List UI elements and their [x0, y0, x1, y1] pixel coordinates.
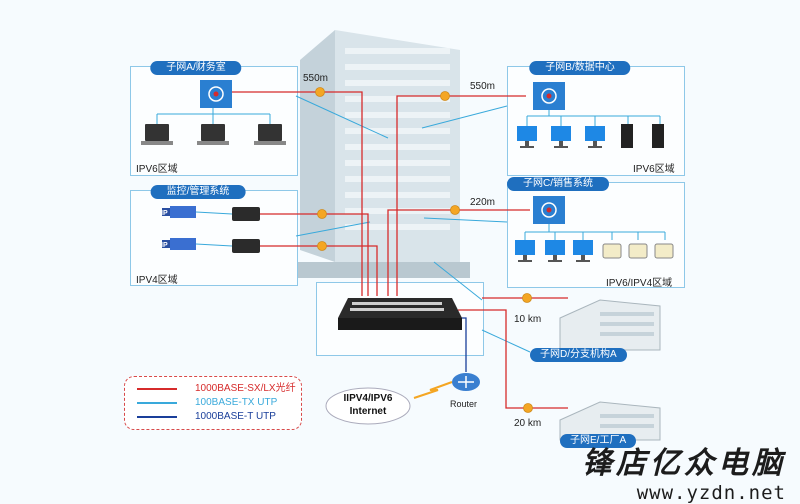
distance-c: 220m [470, 197, 496, 208]
legend: 1000BASE-SX/LX光纤 100BASE-TX UTP 1000BASE… [124, 376, 302, 430]
subnet-c-title: 子网C/销售系统 [507, 177, 609, 191]
watermark-title: 锋店亿众电脑 [582, 446, 786, 481]
core-switch-icon [338, 298, 462, 330]
subnet-b-title: 子网B/数据中心 [529, 61, 631, 75]
monitor-title: 监控/管理系统 [150, 185, 246, 199]
monitor-zone: IPV4区域 [136, 275, 178, 286]
subnet-e-label: 子网E/工厂A [560, 434, 637, 448]
subnet-a-zone: IPV6区域 [136, 164, 178, 175]
subnet-b-zone: IPV6区域 [633, 164, 675, 175]
subnet-d-label: 子网D/分支机构A [530, 348, 627, 362]
distance-e: 20 km [514, 418, 542, 429]
camera-ip-tag: IP [161, 242, 168, 249]
watermark-url: www.yzdn.net [636, 482, 786, 504]
subnet-a-title: 子网A/财务室 [150, 61, 242, 75]
distance-a: 550m [303, 73, 329, 84]
monitor-panel [130, 190, 298, 286]
distance-b: 550m [470, 81, 496, 92]
router-label: Router [450, 399, 478, 409]
internet-cloud-line2: Internet [349, 406, 387, 417]
watermark: 锋店亿众电脑 www.yzdn.net [582, 438, 786, 504]
subnet-c-zone: IPV6/IPV4区域 [606, 278, 673, 289]
internet-cloud-line1: IIPV4/IPV6 [343, 393, 393, 404]
distance-d: 10 km [514, 314, 542, 325]
camera-ip-tag: IP [161, 210, 168, 217]
switch-icon [200, 80, 232, 108]
